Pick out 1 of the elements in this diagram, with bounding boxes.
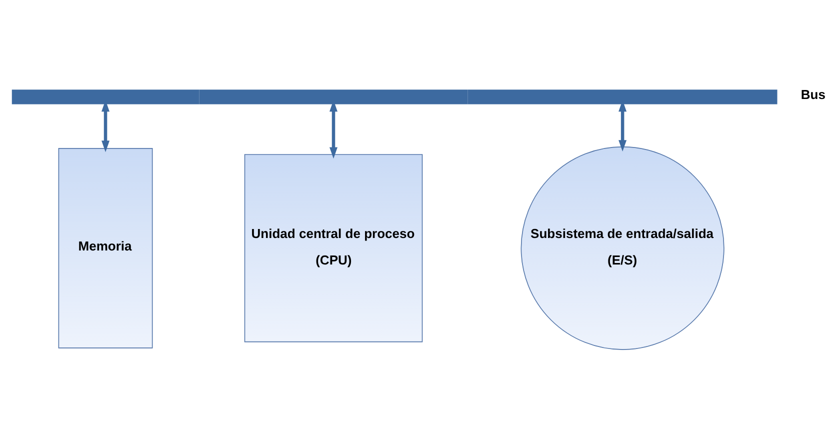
node-label: Bus — [800, 86, 826, 102]
